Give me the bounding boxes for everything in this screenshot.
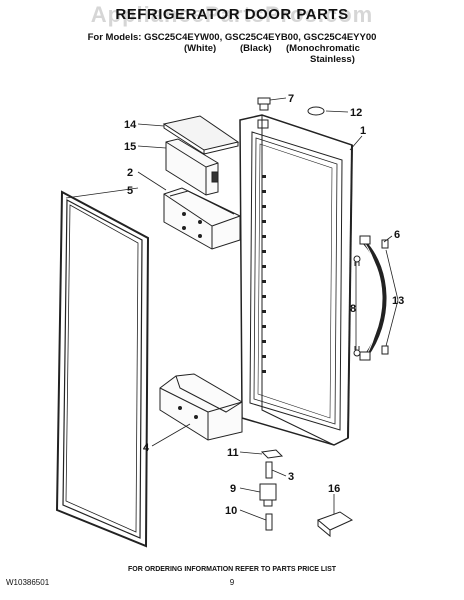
page-number: 9 [229,578,235,587]
door-assembly[interactable] [239,114,353,446]
color-mono-label: (Monochromatic [286,43,360,54]
color-black-label: (Black) [240,43,272,54]
top-plug[interactable] [307,106,325,116]
callout-2: 2 [127,167,133,179]
callout-3: 3 [288,471,294,483]
hinge-bracket[interactable] [317,511,354,538]
callout-4: 4 [143,442,150,454]
callout-1: 1 [360,125,366,137]
lower-door-bin[interactable] [159,373,243,441]
callout-14: 14 [124,119,137,131]
callout-16: 16 [328,483,340,495]
ordering-note: FOR ORDERING INFORMATION REFER TO PARTS … [127,566,337,573]
callout-9: 9 [230,483,236,495]
door-handle[interactable] [359,235,387,361]
watermark: AppliancePartsPros.com [90,2,374,27]
model-list: For Models: GSC25C4EYW00, GSC25C4EYB00, … [87,32,377,43]
callout-8: 8 [350,303,356,315]
hinge-bushing[interactable] [257,97,271,111]
callout-10: 10 [225,505,237,517]
leader-lines [65,97,399,521]
callout-15: 15 [124,141,136,153]
door-shelf-studs [262,175,266,373]
callout-12: 12 [350,107,362,119]
upper-door-bin[interactable] [163,187,241,250]
callout-13: 13 [392,295,404,307]
bottom-hinge-parts[interactable] [259,449,284,531]
handle-plugs[interactable] [381,239,389,355]
page-title: REFRIGERATOR DOOR PARTS [115,6,349,23]
document-id: W10386501 [6,578,50,587]
callout-5: 5 [127,185,133,197]
color-white-label: (White) [184,43,217,54]
top-hinge-cap [257,119,269,129]
color-stainless-label: Stainless) [310,54,355,65]
callout-7: 7 [288,93,294,105]
callout-11: 11 [227,447,239,459]
shelf-trim[interactable] [165,138,219,196]
callout-6: 6 [394,229,400,241]
door-gasket[interactable] [55,190,150,548]
handle-screws[interactable] [353,255,361,357]
